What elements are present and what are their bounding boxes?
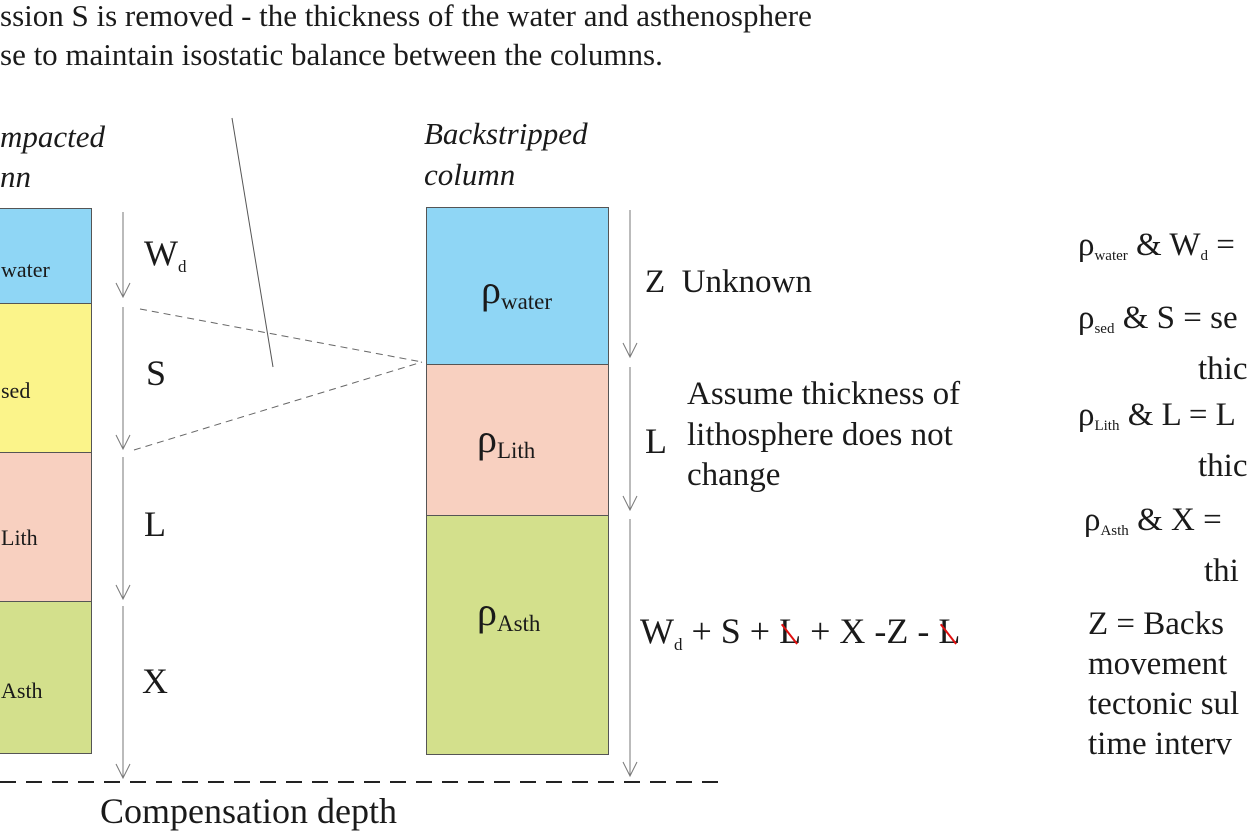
lith-assumption-line-2: lithosphere does not <box>687 417 953 453</box>
rho-lith-symbol: ρLith <box>477 416 536 463</box>
rho-water-symbol: ρwater <box>481 267 553 314</box>
label-wd: Wd <box>144 233 187 276</box>
backstripped-asth-layer: ρAsth <box>426 515 609 755</box>
backstripped-title-1: Backstripped <box>424 116 588 151</box>
backstripped-lith-layer: ρLith <box>426 364 609 516</box>
header-line-1: ssion S is removed - the thickness of th… <box>0 0 812 33</box>
left-column-title-2: nn <box>0 159 31 194</box>
strikethrough-l-2: L <box>938 611 961 651</box>
left-water-layer: water <box>0 208 92 304</box>
label-x: X <box>142 661 168 701</box>
label-l: L <box>144 504 166 544</box>
header-line-2: se to maintain isostatic balance between… <box>0 37 663 72</box>
legend-asth: ρAsth & X = thi <box>1084 502 1239 589</box>
left-water-label: water <box>1 257 50 282</box>
left-lith-label: Lith <box>1 525 38 550</box>
left-asth-label: Asth <box>1 678 43 703</box>
left-column-title-1: mpacted <box>0 119 106 154</box>
legend-z-line-2: movement <box>1088 646 1228 682</box>
lith-assumption-line-3: change <box>687 457 781 493</box>
strikethrough-l-1: L <box>779 611 802 651</box>
z-unknown-label: Z Unknown <box>645 264 812 300</box>
legend-water: ρwater & Wd = <box>1078 227 1235 264</box>
rho-asth-symbol: ρAsth <box>477 589 541 636</box>
label-s: S <box>146 353 167 393</box>
compensation-depth-label: Compensation depth <box>100 791 397 831</box>
left-sed-label: sed <box>1 378 31 403</box>
left-asth-layer: Asth <box>0 601 92 754</box>
lith-assumption-line-1: Assume thickness of <box>687 376 961 412</box>
backstripped-water-layer: ρwater <box>426 207 609 365</box>
left-lith-layer: Lith <box>0 452 92 602</box>
legend-z-line-3: tectonic sul <box>1088 686 1240 722</box>
legend-z-line-1: Z = Backs <box>1088 606 1224 642</box>
l-label-backstripped: L <box>645 421 667 461</box>
balance-formula: Wd + S + L + X -Z - L <box>640 611 961 654</box>
legend-z-line-4: time interv <box>1088 726 1232 762</box>
backstripped-title-2: column <box>424 157 516 192</box>
